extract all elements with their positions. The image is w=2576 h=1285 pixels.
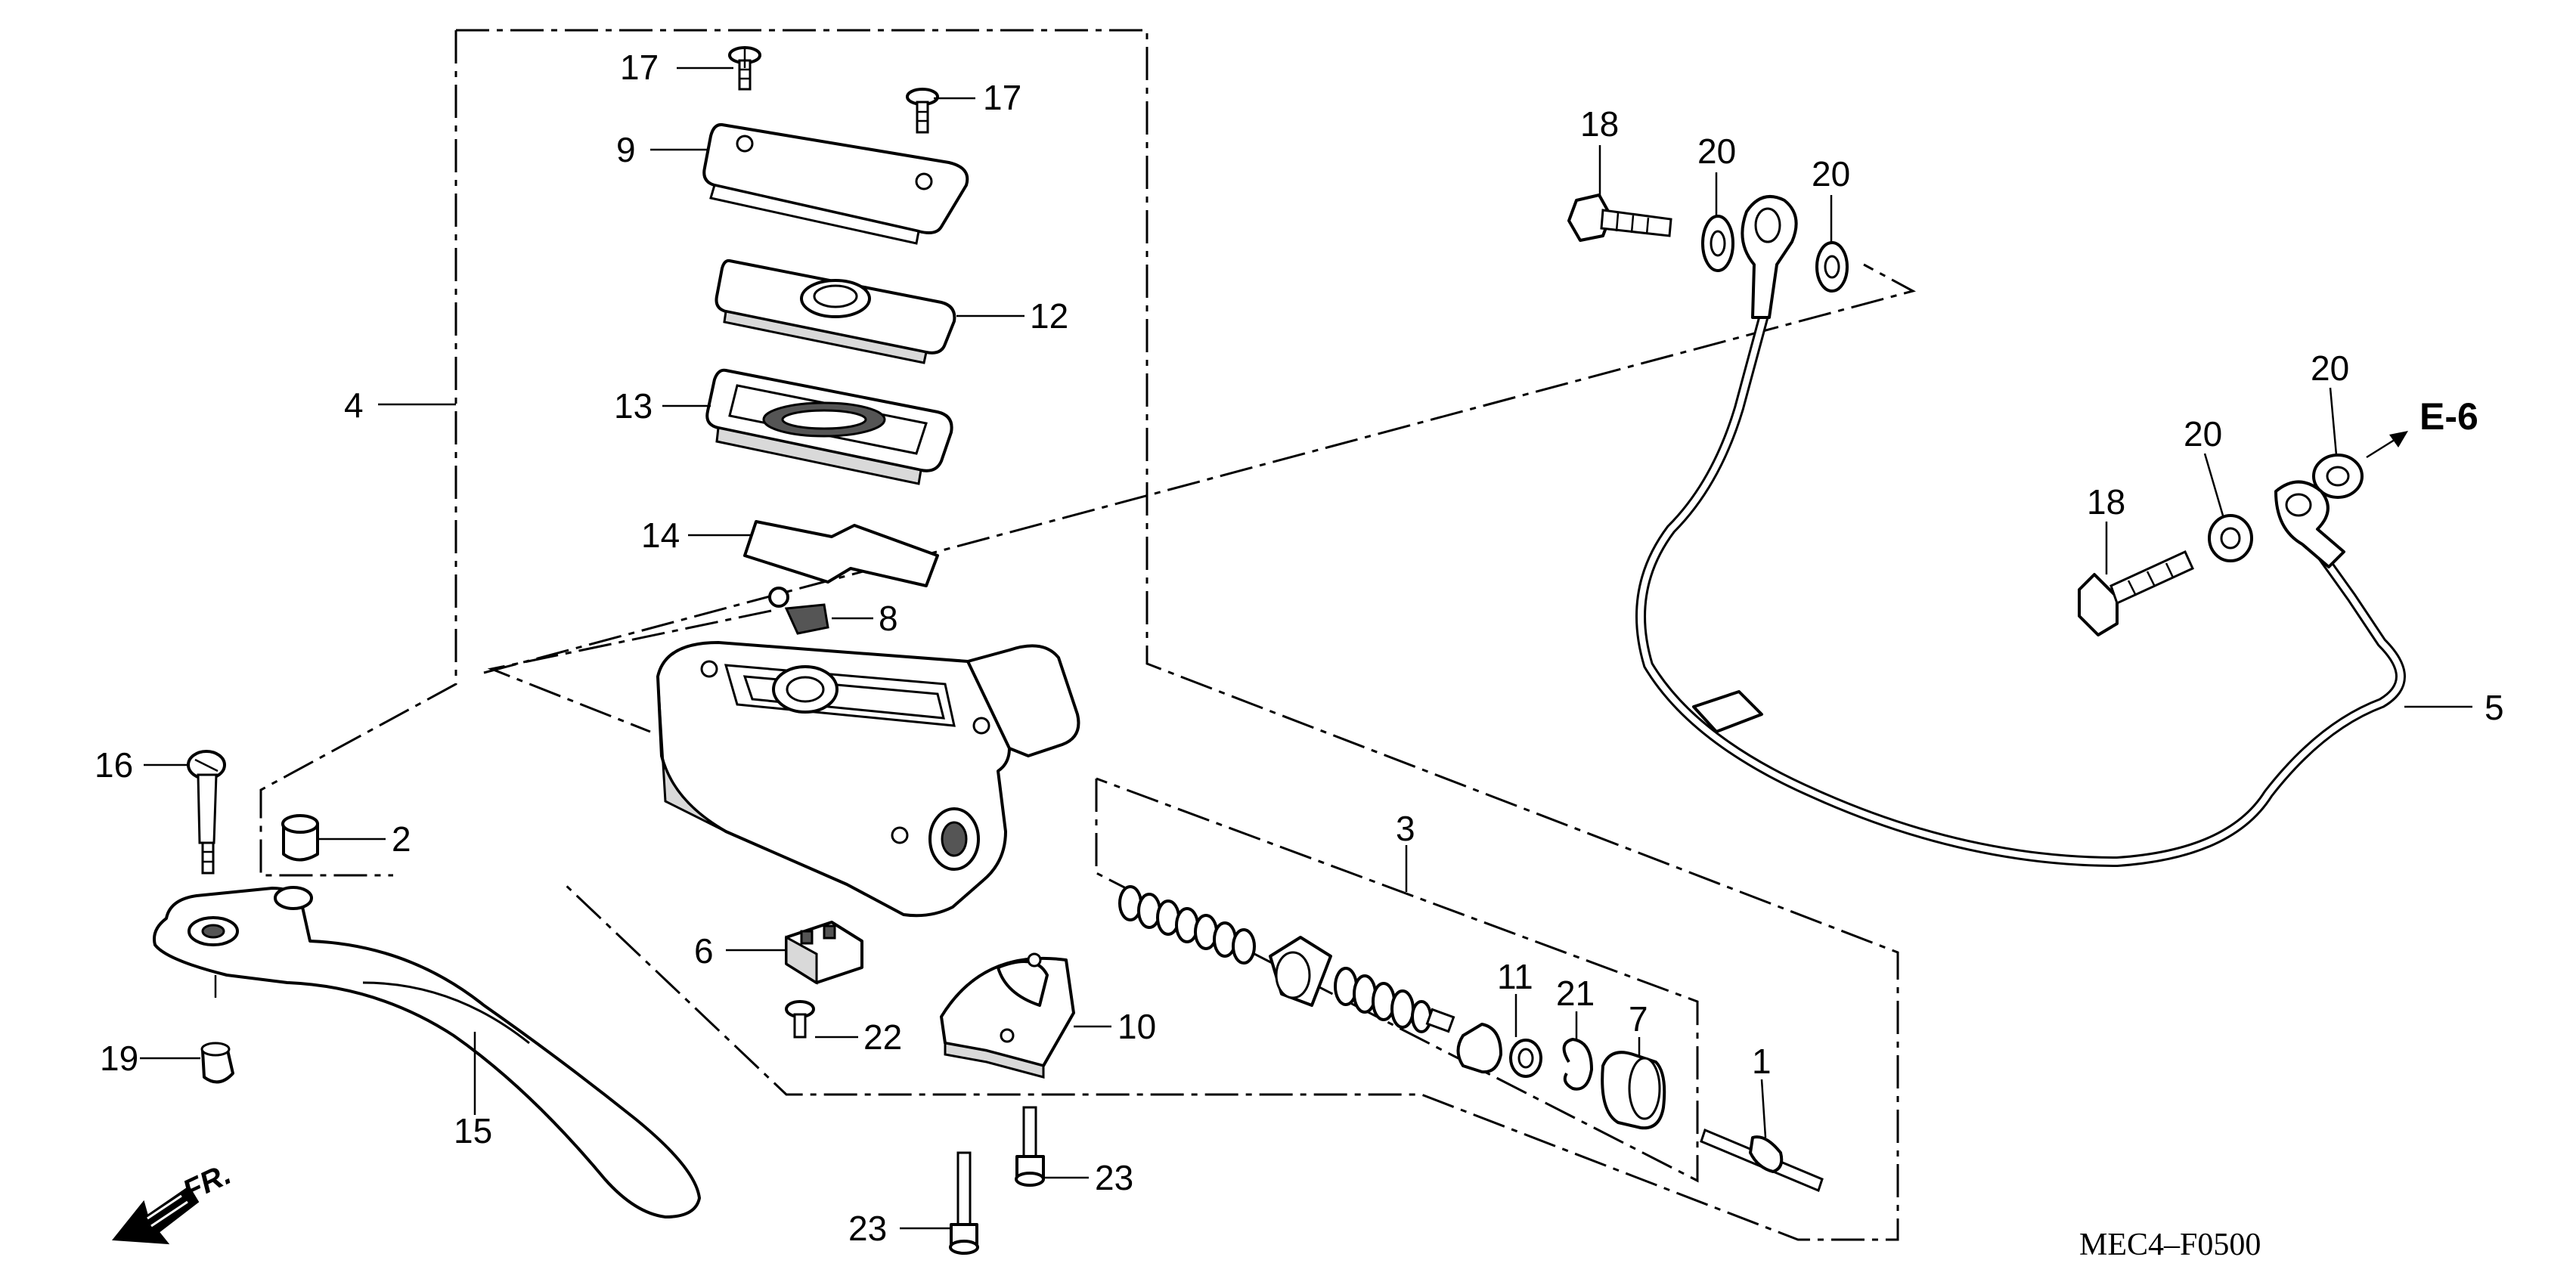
screw-22: [785, 1000, 815, 1039]
leader-lines: [140, 49, 2472, 1230]
clutch-switch-6: [785, 921, 863, 985]
bolt-23-lower: [949, 1151, 979, 1255]
reservoir-cap-9: [702, 122, 969, 245]
nut-19: [200, 1042, 234, 1084]
banjo-bolt-18-lower: [2078, 550, 2194, 636]
callout-2: 2: [392, 819, 411, 859]
reference-arrow: E-6: [2366, 395, 2478, 459]
callout-6: 6: [694, 931, 714, 971]
callout-22: 22: [863, 1017, 902, 1057]
callout-18-upper: 18: [1580, 104, 1619, 144]
callout-4: 4: [344, 386, 364, 425]
clutch-hose-5: [1635, 195, 2406, 868]
sealing-washer-20-c: [2208, 514, 2253, 562]
callout-12: 12: [1030, 296, 1068, 336]
callout-16: 16: [95, 745, 133, 785]
screw-17-right: [906, 88, 939, 134]
holder-10: [940, 952, 1075, 1079]
reference-label: E-6: [2419, 395, 2478, 438]
sealing-washer-20-d: [2312, 454, 2364, 499]
callout-10: 10: [1118, 1007, 1156, 1046]
assembly-boundary-4: [259, 29, 1899, 1241]
sealing-washer-20-b: [1815, 241, 1849, 293]
diaphragm-13: [705, 368, 953, 485]
callout-18-lower: 18: [2087, 482, 2125, 522]
callout-15: 15: [454, 1111, 492, 1150]
callout-20-b: 20: [1812, 154, 1850, 194]
callout-13: 13: [614, 386, 653, 426]
diaphragm-plate-12: [715, 259, 956, 364]
callout-9: 9: [616, 130, 636, 169]
body-guide-line: [487, 609, 772, 733]
callout-labels: 17 17 9 12 13 4 14 8 16 2 19 15 6 22 10 …: [95, 48, 2504, 1248]
callout-8: 8: [879, 599, 898, 638]
boot-7: [1601, 1051, 1666, 1130]
callout-23-lower: 23: [848, 1209, 887, 1248]
callout-20-d: 20: [2311, 348, 2349, 388]
push-rod-1: [1700, 1128, 1824, 1193]
piston-end: [1456, 1023, 1502, 1074]
callout-17-right: 17: [983, 78, 1021, 117]
callout-17-left: 17: [620, 48, 659, 87]
callout-19: 19: [100, 1039, 138, 1078]
assembly-boundary-3: [1095, 777, 1699, 1183]
hose-pipe-boundary: [483, 263, 1917, 674]
diagram-code: MEC4–F0500: [2079, 1228, 2261, 1262]
callout-14: 14: [641, 516, 680, 555]
callout-5: 5: [2485, 688, 2504, 727]
front-direction-arrow: FR.: [112, 1157, 236, 1245]
banjo-bolt-18-upper: [1567, 194, 1672, 242]
piston: [1334, 967, 1455, 1033]
sealing-washer-20-a: [1701, 215, 1734, 272]
clutch-lever-15: [153, 886, 701, 1218]
callout-20-a: 20: [1697, 132, 1736, 171]
callout-21: 21: [1556, 974, 1595, 1013]
spring: [1118, 885, 1256, 965]
callout-11: 11: [1497, 957, 1533, 996]
callout-7: 7: [1629, 999, 1648, 1039]
primary-cup: [1269, 936, 1332, 1007]
float-8: [768, 587, 829, 635]
callout-1: 1: [1752, 1042, 1772, 1081]
master-cylinder-body: [656, 641, 1080, 918]
collar-2: [281, 814, 319, 862]
callout-23-upper: 23: [1095, 1158, 1133, 1197]
pivot-bolt-16: [187, 750, 226, 875]
callout-20-c: 20: [2184, 414, 2222, 454]
washer-11: [1509, 1039, 1542, 1078]
diaphragm-plate-14: [743, 520, 939, 587]
bolt-23-upper: [1015, 1106, 1045, 1187]
callout-3: 3: [1396, 809, 1415, 848]
circlip-21: [1562, 1038, 1593, 1091]
